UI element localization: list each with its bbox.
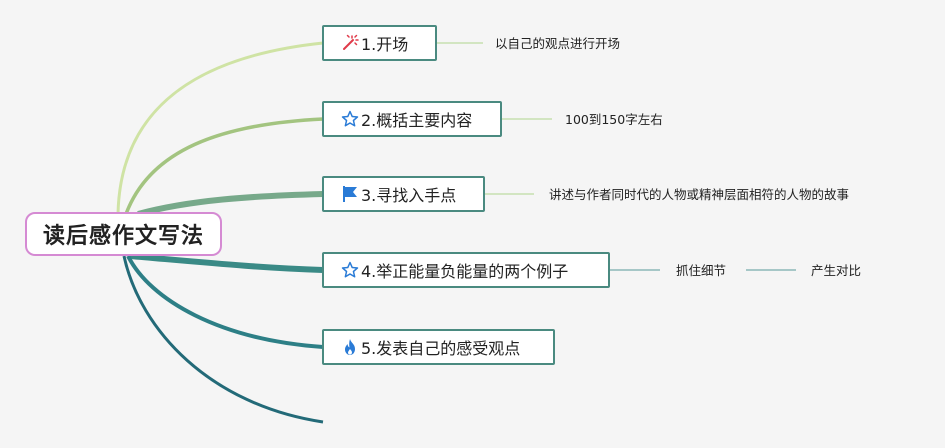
- branch-line-2: [124, 117, 324, 215]
- branch-topic-3[interactable]: 3.寻找入手点: [322, 176, 485, 212]
- branch-2-note[interactable]: 100到150字左右: [565, 112, 663, 127]
- flag-icon: [340, 184, 360, 204]
- branch-1-note[interactable]: 以自己的观点进行开场: [495, 36, 621, 51]
- branch-topic-1[interactable]: 1.开场: [322, 25, 437, 61]
- star-icon: [340, 260, 360, 280]
- branch-topic-2-label: 2.概括主要内容: [361, 111, 473, 130]
- branch-line-4: [129, 253, 324, 273]
- branch-topic-4[interactable]: 4.举正能量负能量的两个例子: [322, 252, 610, 288]
- star-icon: [340, 109, 360, 129]
- branch-topic-2[interactable]: 2.概括主要内容: [322, 101, 502, 137]
- branch-3-note[interactable]: 讲述与作者同时代的人物或精神层面相符的人物的故事: [549, 187, 850, 202]
- branch-line-5: [126, 255, 324, 349]
- branch-topic-4-label: 4.举正能量负能量的两个例子: [361, 262, 569, 281]
- root-topic[interactable]: 读后感作文写法: [25, 212, 222, 256]
- branch-topic-3-label: 3.寻找入手点: [361, 186, 457, 205]
- branch-topic-5-label: 5.发表自己的感受观点: [361, 339, 521, 358]
- branch-line-3: [137, 191, 324, 217]
- fire-icon: [340, 337, 360, 357]
- root-topic-label: 读后感作文写法: [42, 224, 204, 249]
- branch-4-note-2[interactable]: 产生对比: [811, 263, 862, 278]
- branch-line-1: [116, 41, 324, 215]
- branch-topic-5[interactable]: 5.发表自己的感受观点: [322, 329, 555, 365]
- branch-4-note-1[interactable]: 抓住细节: [676, 263, 727, 278]
- branch-topic-1-label: 1.开场: [361, 35, 409, 54]
- branch-line-6: [122, 255, 324, 424]
- magic-wand-icon: [340, 33, 360, 53]
